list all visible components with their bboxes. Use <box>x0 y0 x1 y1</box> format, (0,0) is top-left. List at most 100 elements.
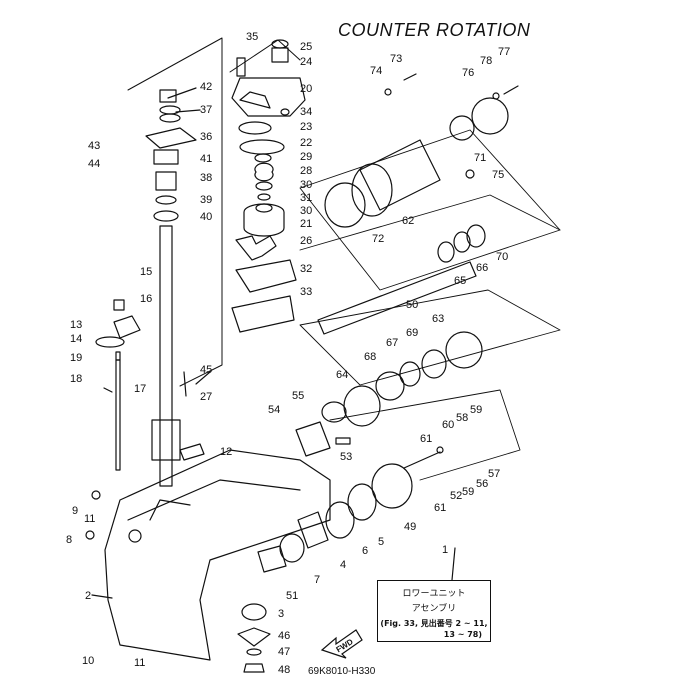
part-number: 77 <box>498 46 510 58</box>
part-number: 47 <box>278 646 290 658</box>
part-number: 63 <box>432 313 444 325</box>
ring-30a <box>255 181 273 191</box>
part-13 <box>113 315 141 339</box>
part-number: 78 <box>480 55 492 67</box>
part-number: 16 <box>140 293 152 305</box>
part-number: 13 <box>70 319 82 331</box>
ring-7 <box>279 533 305 563</box>
o-ring-14 <box>95 336 125 348</box>
diagram-title: COUNTER ROTATION <box>338 20 531 40</box>
drive-shaft-45 <box>159 225 173 487</box>
part-number: 66 <box>476 262 488 274</box>
part-number: 15 <box>140 266 152 278</box>
shim-69 <box>421 349 447 379</box>
part-number: 42 <box>200 81 212 93</box>
part-number: 49 <box>404 521 416 533</box>
insert-cartridge-21 <box>243 203 285 237</box>
part-39 <box>155 195 177 205</box>
part-number: 24 <box>300 56 312 68</box>
part-number: 68 <box>364 351 376 363</box>
part-number: 36 <box>200 131 212 143</box>
drawing-code: 69K8010-H330 <box>308 666 376 677</box>
part-number: 58 <box>456 412 468 424</box>
plug-8 <box>128 529 142 543</box>
clutch-dog-54 <box>295 421 331 457</box>
ring-30b <box>255 203 273 213</box>
part-number: 52 <box>450 490 462 502</box>
part-number: 59 <box>470 404 482 416</box>
part-number: 64 <box>336 369 348 381</box>
washer-78 <box>492 92 500 100</box>
bolt-77 <box>503 85 519 95</box>
part-number: 10 <box>82 655 94 667</box>
part-number: 3 <box>278 608 284 620</box>
part-70 <box>466 224 486 248</box>
pin-27 <box>183 371 187 397</box>
part-number: 70 <box>496 251 508 263</box>
part-number: 61 <box>420 433 432 445</box>
legend-ref-number: 1 <box>442 544 448 556</box>
part-number: 5 <box>378 536 384 548</box>
part-number: 72 <box>372 233 384 245</box>
part-number: 59 <box>462 486 474 498</box>
gasket-33 <box>231 295 295 333</box>
o-ring-72 <box>324 182 366 228</box>
part-number: 26 <box>300 235 312 247</box>
gear-49 <box>371 463 413 509</box>
part-number: 69 <box>406 327 418 339</box>
part-76 <box>471 97 509 135</box>
part-number: 22 <box>300 137 312 149</box>
housing-36 <box>145 127 197 149</box>
part-number: 73 <box>390 53 402 65</box>
part-42 <box>159 89 177 103</box>
part-number: 38 <box>200 172 212 184</box>
part-number: 43 <box>88 140 100 152</box>
impeller-26 <box>235 235 277 261</box>
part-number: 21 <box>300 218 312 230</box>
part-29 <box>254 153 272 163</box>
legend-box: ロワーユニット アセンブリ (Fig. 33, 見出番号 2 ~ 11, 13 … <box>377 580 491 642</box>
part-number: 17 <box>134 383 146 395</box>
part-number: 53 <box>340 451 352 463</box>
bearing-38 <box>155 171 177 191</box>
bearing-68 <box>375 371 405 401</box>
part-number: 31 <box>300 192 312 204</box>
nut-48 <box>243 663 265 673</box>
spring-55 <box>321 401 347 423</box>
part-40 <box>153 210 179 222</box>
part-number: 57 <box>488 468 500 480</box>
part-number: 60 <box>442 419 454 431</box>
o-ring-23 <box>238 121 272 135</box>
part-number: 32 <box>300 263 312 275</box>
washer-47 <box>246 648 262 656</box>
part-number: 7 <box>314 574 320 586</box>
part-number: 19 <box>70 352 82 364</box>
part-number: 11 <box>84 513 95 525</box>
ring-65 <box>437 241 455 263</box>
part-number: 34 <box>300 106 312 118</box>
part-12 <box>179 443 205 461</box>
part-51 <box>257 545 287 573</box>
part-75 <box>465 169 475 179</box>
part-34 <box>280 108 290 116</box>
ring-66 <box>453 231 471 253</box>
part-number: 62 <box>402 215 414 227</box>
part-number: 30 <box>300 179 312 191</box>
part-number: 33 <box>300 286 312 298</box>
bolt-73 <box>403 73 417 81</box>
part-number: 14 <box>70 333 82 345</box>
bearing-3 <box>241 603 267 621</box>
part-number: 8 <box>66 534 72 546</box>
part-number: 71 <box>474 152 486 164</box>
part-number: 23 <box>300 121 312 133</box>
part-number: 6 <box>362 545 368 557</box>
part-number: 41 <box>200 153 212 165</box>
part-number: 18 <box>70 373 82 385</box>
pinion-gear-46 <box>237 627 271 647</box>
pump-housing-20 <box>231 77 306 117</box>
bolt-35 <box>236 57 246 77</box>
fwd-arrow-icon: FWD <box>320 629 363 659</box>
washer-74 <box>384 88 392 96</box>
part-61 <box>436 446 444 454</box>
